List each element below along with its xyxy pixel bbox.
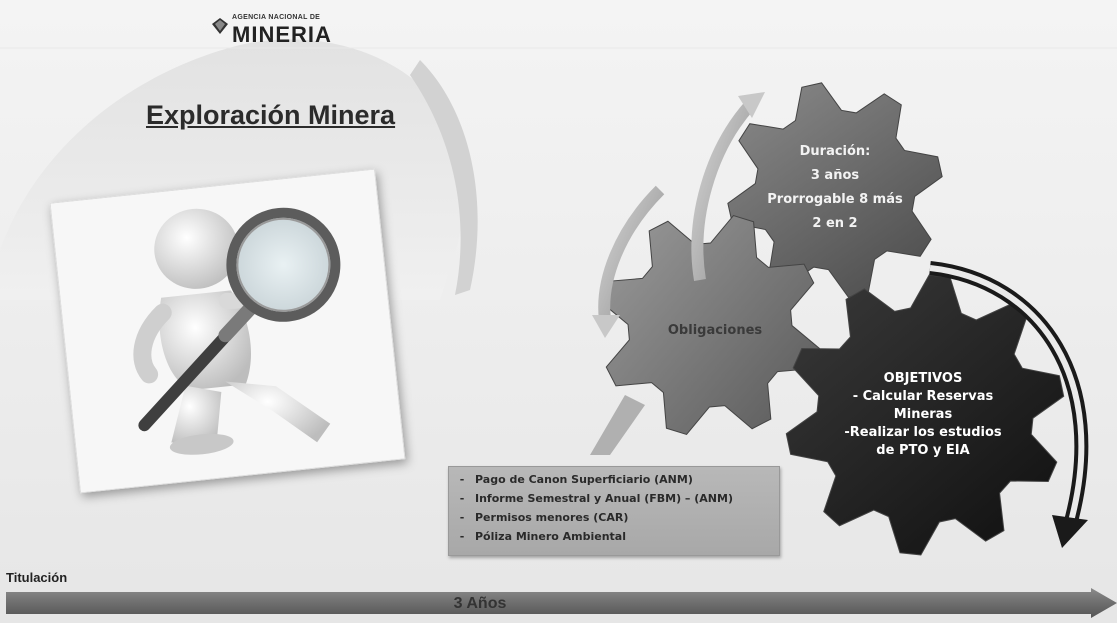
logo-title: MINERIA <box>232 22 332 47</box>
timeline-duration: 3 Años <box>453 595 507 612</box>
list-item: -Informe Semestral y Anual (FBM) – (ANM) <box>449 492 779 511</box>
arrow-left-head <box>592 315 620 338</box>
arrow-top-curve <box>691 101 755 281</box>
arrow-right-head <box>1052 515 1088 548</box>
list-bullet: - <box>459 492 465 505</box>
list-bullet: - <box>459 473 465 486</box>
timeline-label: Titulación <box>6 570 68 585</box>
timeline-arrow <box>6 588 1117 618</box>
gear-mid-shape <box>599 214 821 436</box>
list-bullet: - <box>459 530 465 543</box>
illustration-frame <box>49 168 406 494</box>
list-bullet: - <box>459 511 465 524</box>
duration-line: 2 en 2 <box>812 216 858 231</box>
diamond-icon <box>212 18 228 34</box>
obligations-list-box: -Pago de Canon Superficiario (ANM) -Info… <box>448 466 780 556</box>
list-item: -Póliza Minero Ambiental <box>449 530 779 549</box>
obligations-pointer <box>590 395 645 455</box>
arrow-top-head <box>738 92 765 118</box>
objectives-line: Mineras <box>893 407 953 422</box>
objectives-text: OBJETIVOS - Calcular Reservas Mineras -R… <box>828 370 1018 460</box>
obligations-list: -Pago de Canon Superficiario (ANM) -Info… <box>449 467 779 549</box>
list-item-text: Informe Semestral y Anual (FBM) – (ANM) <box>475 492 733 505</box>
arrow-left-curve <box>598 185 665 321</box>
duration-line: Prorrogable 8 más <box>767 192 903 207</box>
duration-line: 3 años <box>810 168 860 183</box>
objectives-line: de PTO y EIA <box>876 443 970 458</box>
list-item: -Permisos menores (CAR) <box>449 511 779 530</box>
gear-obligations <box>599 214 821 436</box>
duration-text: Duración: 3 años Prorrogable 8 más 2 en … <box>760 140 910 236</box>
magnifying-figure-icon <box>50 169 405 493</box>
list-item-text: Pago de Canon Superficiario (ANM) <box>475 473 693 486</box>
gears-diagram <box>590 82 1089 556</box>
objectives-line: -Realizar los estudios <box>844 425 1002 440</box>
duration-line: Duración: <box>799 144 871 159</box>
list-item-text: Permisos menores (CAR) <box>475 511 629 524</box>
list-item-text: Póliza Minero Ambiental <box>475 530 626 543</box>
arrow-right-highlight <box>929 265 1085 526</box>
obligations-label: Obligaciones <box>667 323 763 338</box>
list-item: -Pago de Canon Superficiario (ANM) <box>449 473 779 492</box>
objectives-heading: OBJETIVOS <box>883 371 963 386</box>
logo-subtitle: AGENCIA NACIONAL DE <box>232 14 321 21</box>
objectives-line: - Calcular Reservas <box>852 389 994 404</box>
page-title: Exploración Minera <box>146 100 396 130</box>
